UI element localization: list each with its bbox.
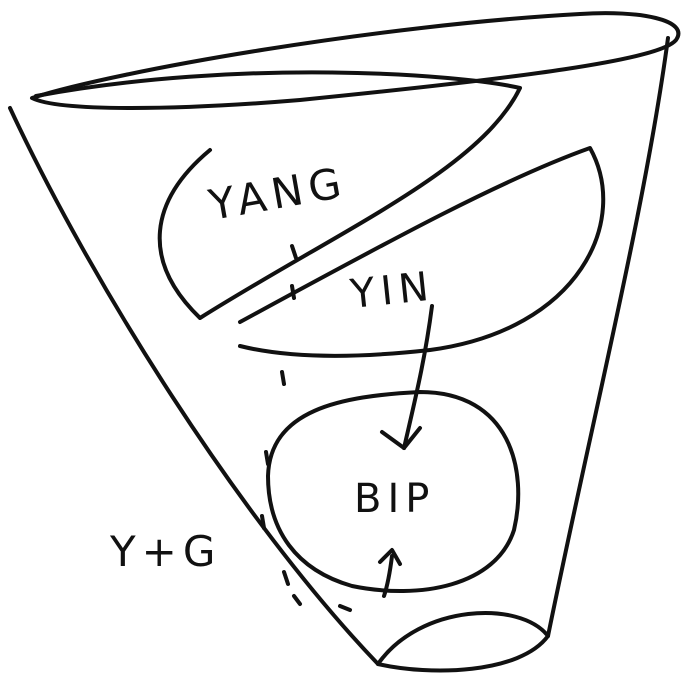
arrow-yin-to-bip: [382, 306, 432, 448]
dashed-boundary: [262, 246, 350, 610]
label-y-plus-g: Y+G: [109, 527, 221, 576]
label-yin: YIN: [347, 263, 436, 318]
cone-bottom-rim: [378, 613, 548, 671]
label-bip: BIP: [354, 476, 435, 522]
cone-right-side: [548, 38, 668, 636]
cone-top-rim: [32, 13, 678, 108]
label-yang: YANG: [204, 157, 350, 230]
